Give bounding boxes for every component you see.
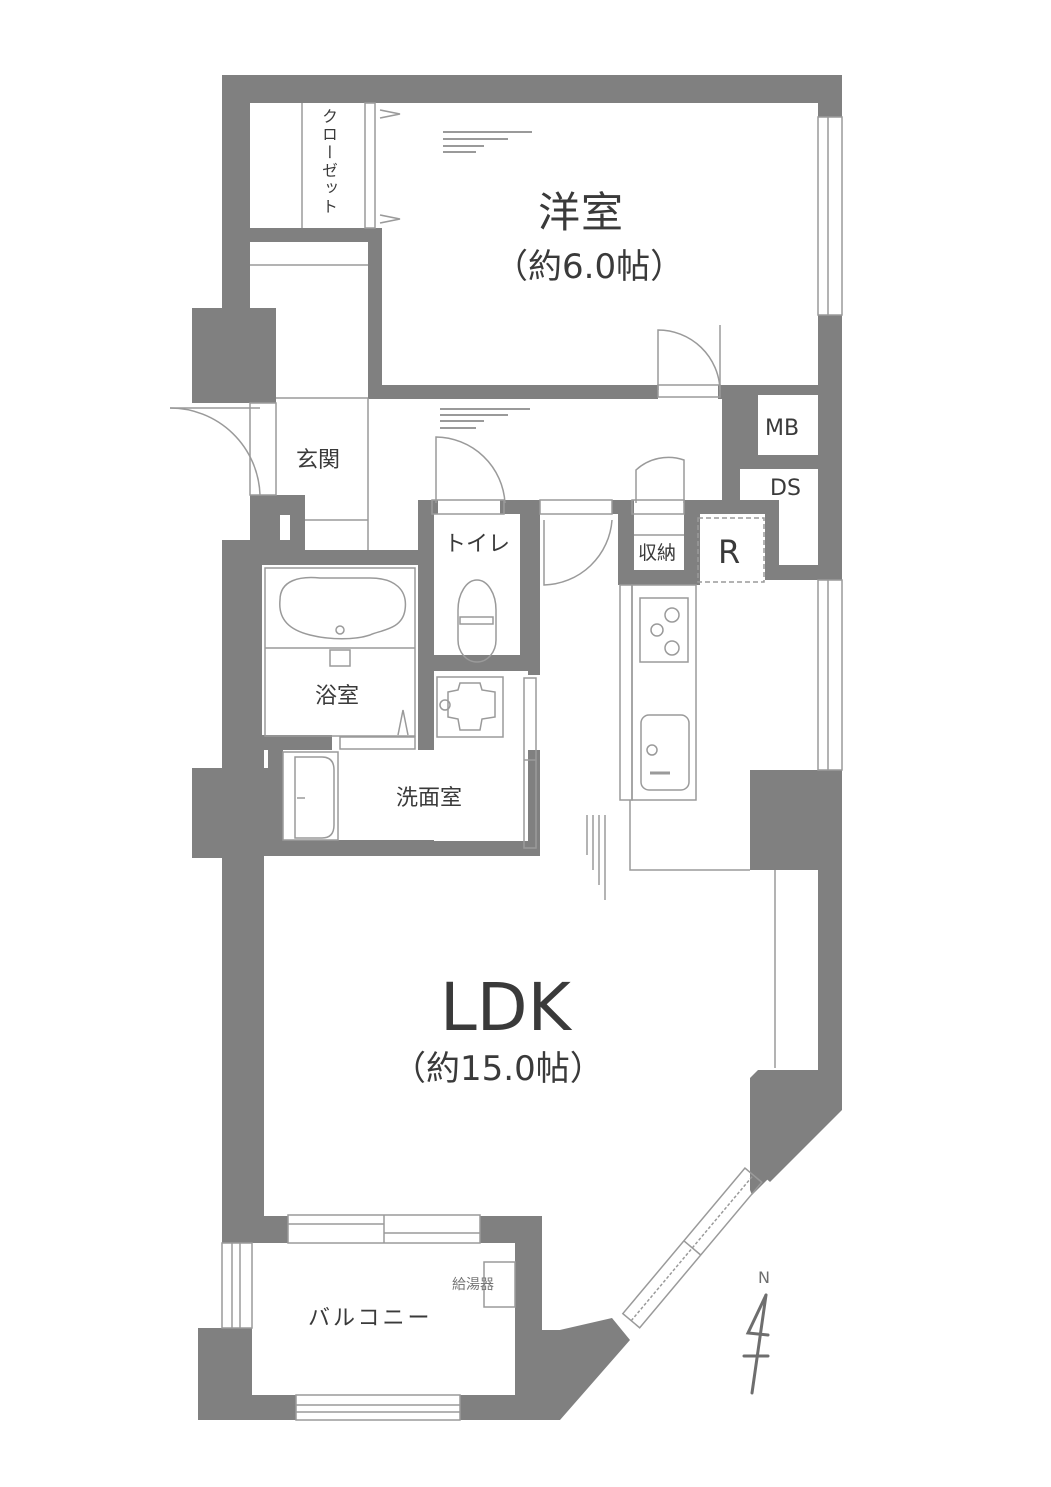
entrance-label: 玄関 xyxy=(296,448,341,473)
ldk-label: LDK xyxy=(440,969,571,1046)
washroom-label: 洗面室 xyxy=(396,786,463,811)
toilet-label: トイレ xyxy=(444,532,511,557)
western-room-label: 洋室 xyxy=(538,188,625,237)
fixtures xyxy=(169,102,843,1421)
walls xyxy=(192,75,842,1420)
closet-label: クローゼット xyxy=(319,108,338,216)
ldk-area: （約15.0帖） xyxy=(392,1049,604,1089)
voids xyxy=(250,103,818,1395)
water-heater-label: 給湯器 xyxy=(452,1277,494,1293)
refrigerator-label: R xyxy=(718,533,741,571)
duct-space-label: DS xyxy=(770,476,801,501)
balcony-label: バルコニー xyxy=(308,1306,433,1331)
north-arrow-icon xyxy=(742,1293,770,1395)
meter-box-label: MB xyxy=(765,416,800,441)
western-room-area: （約6.0帖） xyxy=(494,247,685,287)
bathroom-label: 浴室 xyxy=(315,684,360,709)
storage-label: 収納 xyxy=(638,542,677,564)
compass-north-label: N xyxy=(758,1268,770,1287)
